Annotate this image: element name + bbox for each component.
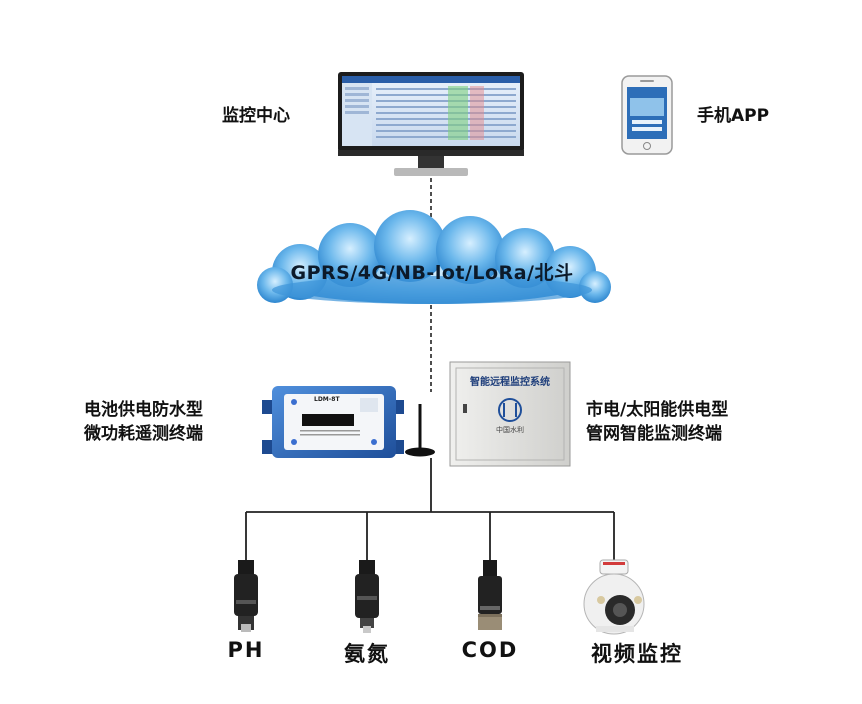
- antenna-icon: [405, 404, 435, 457]
- cod-sensor-icon: [478, 560, 502, 630]
- ammonia-sensor-icon: [355, 560, 379, 633]
- sensor-label-ammonia: 氨氮: [344, 642, 390, 666]
- cabinet-brand: 中国水利: [496, 426, 524, 434]
- monitor-icon: [338, 72, 524, 176]
- mains-terminal-label-line1: 市电/太阳能供电型: [586, 400, 729, 420]
- phone-icon: [621, 75, 673, 155]
- mains-terminal-label-line2: 管网智能监测终端: [586, 424, 722, 444]
- sensor-label-cod: COD: [461, 638, 519, 662]
- cloud-icon: [257, 210, 611, 304]
- rtu-panel-text: LDM-8T: [314, 396, 340, 403]
- cabinet-title: 智能远程监控系统: [470, 377, 550, 388]
- monitor-center-label: 监控中心: [222, 106, 290, 126]
- battery-terminal-label-line2: 微功耗遥测终端: [84, 424, 203, 444]
- battery-terminal-label-line1: 电池供电防水型: [84, 400, 203, 420]
- video-camera-icon: [583, 559, 645, 635]
- network-cloud-label: GPRS/4G/NB-lot/LoRa/北斗: [290, 262, 574, 284]
- sensor-label-video: 视频监控: [591, 642, 683, 666]
- ph-sensor-icon: [234, 560, 258, 632]
- battery-rtu-device: [262, 386, 404, 458]
- mobile-app-label: 手机APP: [697, 106, 770, 126]
- cabinet-device: [449, 361, 571, 467]
- sensor-label-ph: PH: [227, 638, 265, 662]
